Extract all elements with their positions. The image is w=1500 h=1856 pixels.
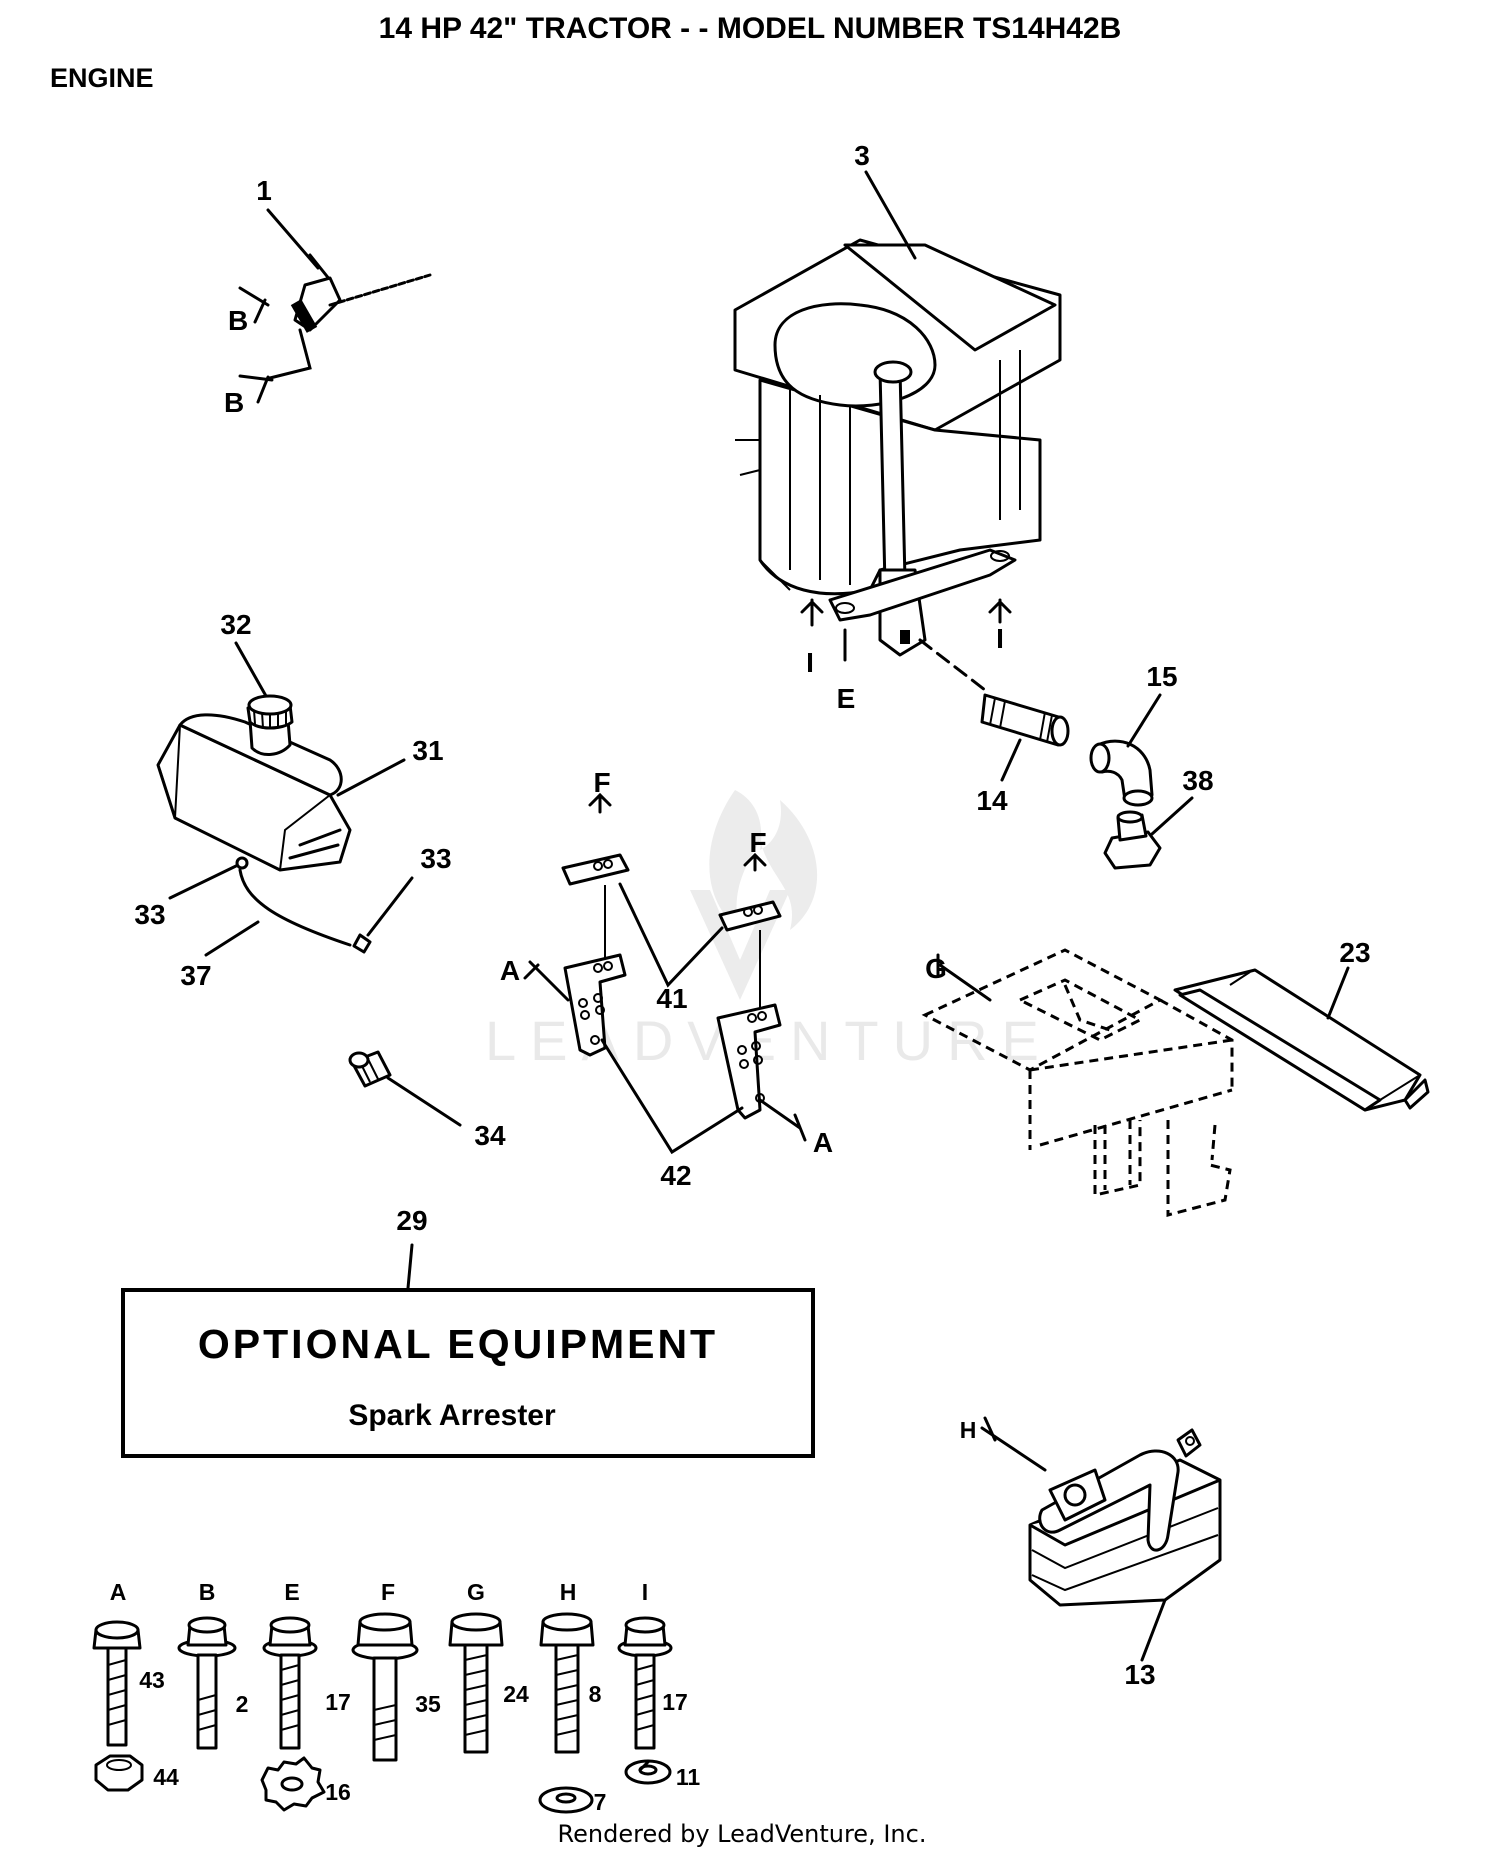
ref-F-right-line — [743, 852, 767, 872]
leader-42 — [600, 1038, 744, 1155]
bolt-H — [539, 1612, 595, 1754]
hardware-legend: A B E F G H I — [92, 1579, 701, 1815]
callout-34: 34 — [474, 1120, 506, 1151]
hw-letter-G: G — [467, 1579, 485, 1605]
hw-letter-A: A — [110, 1579, 127, 1605]
hw-extra-A: 44 — [153, 1764, 179, 1790]
ref-A-left: A — [500, 955, 520, 986]
ref-F-right: F — [749, 827, 766, 858]
part-41-brackets — [561, 853, 782, 1010]
optional-equipment-title: OPTIONAL EQUIPMENT — [198, 1321, 718, 1367]
part-34-fitting — [348, 1050, 392, 1088]
ref-F-left-line — [588, 792, 612, 814]
leader-41 — [618, 882, 724, 988]
leader-14 — [1000, 738, 1022, 782]
hw-extra-I: 11 — [676, 1764, 701, 1790]
ref-G-line — [936, 953, 992, 1002]
leader-38 — [1150, 796, 1194, 836]
leader-15 — [1126, 693, 1162, 748]
part-14-exhaust-pipe — [980, 693, 1070, 747]
hw-extra-E: 16 — [325, 1779, 351, 1805]
leader-29 — [406, 1243, 414, 1290]
leader-1 — [266, 208, 320, 270]
callout-42: 42 — [660, 1160, 691, 1191]
callout-15: 15 — [1146, 661, 1177, 692]
leadventure-watermark: LEADVENTURE — [485, 790, 1039, 1072]
optional-equipment-box: OPTIONAL EQUIPMENT Spark Arrester — [121, 1288, 815, 1458]
leader-3 — [864, 170, 917, 260]
hw-letter-I: I — [642, 1579, 648, 1605]
part-32-fuel-cap — [246, 694, 294, 756]
hw-part-F: 35 — [415, 1691, 441, 1717]
leader-32 — [234, 641, 268, 698]
hw-letter-H: H — [560, 1579, 577, 1605]
leader-23 — [1326, 966, 1350, 1020]
callout-37: 37 — [180, 960, 211, 991]
leader-34 — [386, 1076, 462, 1127]
bolt-F — [351, 1612, 419, 1762]
callout-31: 31 — [412, 735, 443, 766]
tractor-frame-outline — [921, 948, 1234, 1217]
hw-part-H: 8 — [589, 1681, 602, 1707]
footer-credit: Rendered by LeadVenture, Inc. — [558, 1820, 927, 1848]
ref-H: H — [960, 1417, 977, 1443]
hw-part-I: 17 — [662, 1689, 688, 1715]
hw-part-B: 2 — [236, 1691, 249, 1717]
callout-23: 23 — [1339, 937, 1370, 968]
ref-I-right: I — [996, 623, 1004, 654]
part-23-deflector — [1173, 968, 1430, 1112]
bolt-A — [92, 1620, 142, 1747]
ref-B-top: B — [228, 305, 248, 336]
lock-washer-16 — [260, 1756, 326, 1812]
callout-13: 13 — [1124, 1659, 1155, 1690]
ref-B-bottom: B — [224, 387, 244, 418]
hw-letter-B: B — [199, 1579, 216, 1605]
leader-31 — [336, 758, 406, 797]
part-37-fuel-line — [235, 856, 372, 954]
hw-extra-H: 7 — [594, 1789, 607, 1815]
part-1-throttle-control — [238, 253, 432, 404]
callout-41: 41 — [656, 983, 687, 1014]
bolt-I — [617, 1616, 673, 1750]
hw-letter-E: E — [284, 1579, 299, 1605]
callout-38: 38 — [1182, 765, 1213, 796]
ref-A-right-line — [758, 1098, 807, 1142]
callout-1: 1 — [256, 175, 272, 206]
ref-A-right: A — [813, 1127, 833, 1158]
ref-F-left: F — [593, 767, 610, 798]
leader-33-right — [366, 876, 414, 937]
split-washer-11 — [624, 1759, 672, 1785]
leader-33-left — [168, 864, 238, 900]
section-title: ENGINE — [50, 63, 154, 93]
page-title: 14 HP 42" TRACTOR - - MODEL NUMBER TS14H… — [379, 12, 1122, 45]
part-3-engine — [733, 238, 1062, 692]
callout-33-right: 33 — [420, 843, 451, 874]
hex-nut-44 — [94, 1754, 144, 1792]
part-13-muffler — [1028, 1428, 1222, 1607]
bolt-G — [448, 1612, 504, 1754]
hw-part-G: 24 — [503, 1681, 529, 1707]
ref-A-left-line — [523, 960, 570, 1002]
bolt-B — [177, 1616, 237, 1750]
ref-I-left: I — [806, 647, 814, 678]
callout-32: 32 — [220, 609, 251, 640]
hw-letter-F: F — [381, 1579, 395, 1605]
ref-H-line — [980, 1416, 1047, 1472]
ref-E: E — [837, 683, 856, 714]
callout-3: 3 — [854, 140, 870, 171]
bolt-E — [262, 1616, 318, 1750]
leader-37 — [204, 920, 260, 957]
leader-13 — [1140, 1598, 1167, 1662]
callout-33-left: 33 — [134, 899, 165, 930]
optional-equipment-item: Spark Arrester — [348, 1399, 556, 1432]
callout-29: 29 — [396, 1205, 427, 1236]
part-15-elbow — [1089, 739, 1154, 807]
hw-part-E: 17 — [325, 1689, 351, 1715]
ref-G: G — [925, 953, 947, 984]
part-38-plug — [1103, 810, 1162, 870]
callout-14: 14 — [976, 785, 1008, 816]
hw-part-A: 43 — [139, 1667, 165, 1693]
flat-washer-7 — [538, 1786, 594, 1814]
